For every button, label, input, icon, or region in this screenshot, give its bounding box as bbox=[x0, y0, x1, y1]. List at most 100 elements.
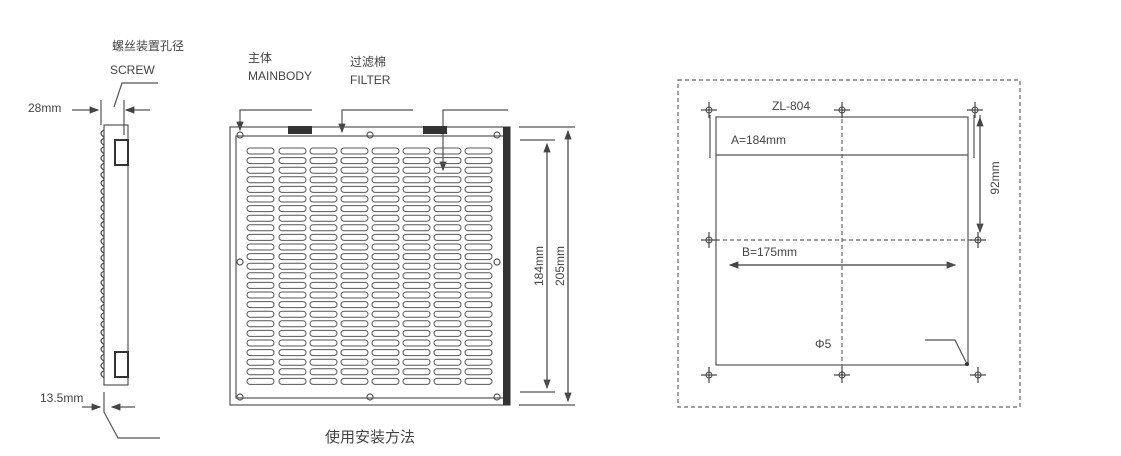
grille-slot bbox=[371, 195, 400, 203]
panel-edge bbox=[503, 127, 510, 405]
grille-slot bbox=[309, 301, 338, 309]
grille-slot bbox=[278, 349, 307, 357]
side-fin bbox=[100, 253, 105, 262]
grille-slot bbox=[371, 262, 400, 270]
grille-slot bbox=[464, 176, 493, 184]
latch-left bbox=[288, 126, 312, 134]
grille-slot bbox=[433, 272, 462, 280]
grille-slot bbox=[464, 262, 493, 270]
grille-slot bbox=[371, 253, 400, 261]
side-fin bbox=[100, 170, 105, 179]
grille-slot bbox=[464, 185, 493, 193]
grille-slot bbox=[309, 349, 338, 357]
grille-slot bbox=[464, 214, 493, 222]
grille-slot bbox=[433, 329, 462, 337]
grille-slot bbox=[433, 147, 462, 155]
grille-slot bbox=[433, 224, 462, 232]
grille-slot bbox=[278, 377, 307, 385]
grille-slot bbox=[246, 368, 275, 376]
grille-slot bbox=[340, 147, 369, 155]
grille-slot bbox=[402, 320, 431, 328]
grille-slot bbox=[433, 262, 462, 270]
grille-slot bbox=[309, 358, 338, 366]
side-view: 螺丝装置孔径 SCREW 28mm 13.5mm bbox=[28, 39, 184, 439]
grille-slot bbox=[309, 281, 338, 289]
side-fin bbox=[100, 328, 105, 337]
side-fin bbox=[100, 361, 105, 370]
grille-slot bbox=[309, 205, 338, 213]
caption: 使用安装方法 bbox=[325, 429, 415, 446]
grille-slot bbox=[402, 214, 431, 222]
grille-slot bbox=[246, 281, 275, 289]
grille-slot bbox=[246, 291, 275, 299]
grille-slot bbox=[433, 377, 462, 385]
grille-slot bbox=[402, 157, 431, 165]
grille-slot bbox=[278, 262, 307, 270]
side-fins bbox=[100, 129, 105, 379]
grille-slot bbox=[278, 253, 307, 261]
grille-slot bbox=[433, 320, 462, 328]
side-fin bbox=[100, 237, 105, 246]
grille-slot bbox=[340, 233, 369, 241]
panel-inner bbox=[235, 135, 505, 399]
grille-slot bbox=[309, 291, 338, 299]
grille-slot bbox=[402, 147, 431, 155]
grille-slot bbox=[402, 310, 431, 318]
grille-slot bbox=[433, 368, 462, 376]
grille-slot bbox=[433, 233, 462, 241]
grille-slot bbox=[371, 368, 400, 376]
grille-slot bbox=[402, 224, 431, 232]
depth-bottom-label: 13.5mm bbox=[40, 391, 83, 405]
grille-slot bbox=[246, 329, 275, 337]
grille-slot bbox=[309, 339, 338, 347]
side-fin bbox=[100, 162, 105, 171]
grille-slot bbox=[464, 281, 493, 289]
crosshair-mark bbox=[967, 102, 983, 118]
grille-slots bbox=[246, 147, 493, 385]
grille-slot bbox=[309, 233, 338, 241]
grille-slot bbox=[278, 195, 307, 203]
grille-slot bbox=[402, 349, 431, 357]
dim-half-label: 92mm bbox=[988, 161, 1002, 194]
grille-slot bbox=[464, 320, 493, 328]
side-clip-bottom bbox=[114, 351, 129, 378]
grille-slot bbox=[278, 272, 307, 280]
grille-slot bbox=[278, 281, 307, 289]
grille-slot bbox=[246, 147, 275, 155]
mounting-hole-marks bbox=[701, 102, 986, 383]
side-fin bbox=[100, 204, 105, 213]
grille-slot bbox=[246, 185, 275, 193]
grille-slot bbox=[340, 205, 369, 213]
grille-slot bbox=[309, 214, 338, 222]
grille-slot bbox=[433, 281, 462, 289]
model-label: ZL-804 bbox=[772, 99, 810, 113]
grille-slot bbox=[278, 224, 307, 232]
crosshair-mark bbox=[834, 367, 850, 383]
grille-slot bbox=[340, 291, 369, 299]
grille-slot bbox=[309, 176, 338, 184]
grille-slot bbox=[433, 358, 462, 366]
grille-slot bbox=[433, 301, 462, 309]
grille-slot bbox=[340, 157, 369, 165]
grille-slot bbox=[309, 272, 338, 280]
side-fin bbox=[100, 287, 105, 296]
grille-slot bbox=[464, 358, 493, 366]
grille-slot bbox=[464, 224, 493, 232]
grille-slot bbox=[433, 214, 462, 222]
side-fin bbox=[100, 262, 105, 271]
grille-slot bbox=[246, 339, 275, 347]
grille-slot bbox=[278, 166, 307, 174]
grille-slot bbox=[371, 301, 400, 309]
grille-slot bbox=[371, 349, 400, 357]
grille-slot bbox=[371, 233, 400, 241]
grille-slot bbox=[246, 214, 275, 222]
grille-slot bbox=[464, 205, 493, 213]
depth-top-label: 28mm bbox=[28, 101, 61, 115]
grille-slot bbox=[402, 195, 431, 203]
grille-slot bbox=[340, 320, 369, 328]
grille-slot bbox=[371, 281, 400, 289]
side-fin bbox=[100, 187, 105, 196]
grille-slot bbox=[246, 176, 275, 184]
grille-slot bbox=[340, 166, 369, 174]
mainbody-label-en: MAINBODY bbox=[248, 69, 312, 83]
